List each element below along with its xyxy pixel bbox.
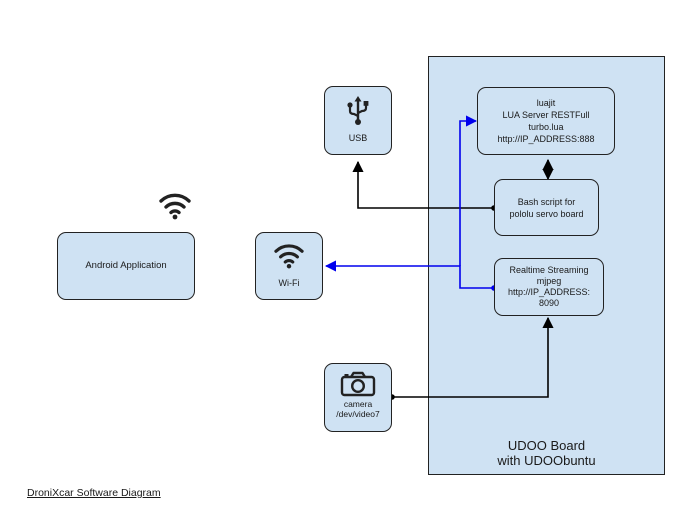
streaming-node: Realtime Streaming mjpeg http://IP_ADDRE… bbox=[494, 258, 604, 316]
streaming-line-3: http://IP_ADDRESS: bbox=[507, 287, 591, 297]
camera-node: camera /dev/video7 bbox=[324, 363, 392, 432]
connector-wifi-to-server bbox=[459, 115, 478, 266]
camera-device-path: /dev/video7 bbox=[336, 409, 380, 419]
wifi-icon bbox=[158, 190, 192, 220]
camera-icon bbox=[340, 371, 376, 397]
udoo-board-title: UDOO Board bbox=[507, 438, 586, 453]
streaming-line-2: mjpeg bbox=[536, 276, 562, 286]
usb-node: USB bbox=[324, 86, 392, 155]
lua-server-line-2: LUA Server RESTFull bbox=[502, 110, 590, 120]
connector-stream-to-wifi bbox=[324, 260, 494, 289]
connector-bash-to-usb bbox=[352, 160, 494, 209]
android-application-node: Android Application bbox=[57, 232, 195, 300]
camera-label: camera bbox=[343, 399, 373, 409]
android-application-label: Android Application bbox=[85, 260, 167, 271]
lua-server-line-3: turbo.lua bbox=[528, 122, 564, 132]
connector-camera-to-stream bbox=[392, 316, 554, 398]
lua-server-line-4: http://IP_ADDRESS:888 bbox=[497, 134, 595, 144]
wifi-label: Wi-Fi bbox=[278, 278, 300, 288]
diagram-caption: DroniXcar Software Diagram bbox=[27, 487, 161, 499]
udoo-board-subtitle: with UDOObuntu bbox=[497, 453, 596, 468]
wifi-node: Wi-Fi bbox=[255, 232, 323, 300]
udoo-board-label: UDOO Board with UDOObuntu bbox=[429, 438, 664, 468]
streaming-line-1: Realtime Streaming bbox=[509, 265, 589, 275]
lua-server-line-1: luajit bbox=[536, 98, 556, 108]
bash-script-line-1: Bash script for bbox=[517, 196, 576, 207]
lua-server-node: luajit LUA Server RESTFull turbo.lua htt… bbox=[477, 87, 615, 155]
usb-label: USB bbox=[348, 133, 368, 143]
bash-script-line-2: pololu servo board bbox=[509, 208, 584, 219]
bash-script-node: Bash script for pololu servo board bbox=[494, 179, 599, 236]
usb-icon bbox=[346, 94, 370, 126]
wifi-node-icon bbox=[273, 241, 305, 269]
streaming-line-4: 8090 bbox=[538, 298, 560, 308]
